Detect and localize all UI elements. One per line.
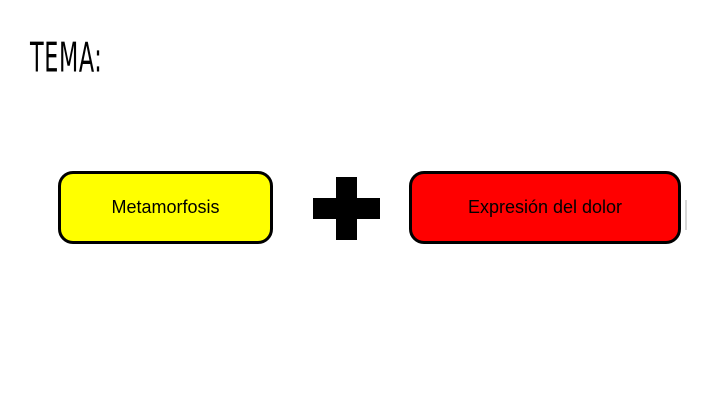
shape-metamorfosis[interactable]: Metamorfosis <box>58 171 273 244</box>
plus-icon <box>313 177 380 240</box>
shape-metamorfosis-label: Metamorfosis <box>111 197 220 217</box>
edge-artifact <box>685 200 687 230</box>
shape-expresion-del-dolor-label: Expresión del dolor <box>467 197 623 217</box>
page-title: TEMA: <box>30 34 103 82</box>
shape-expresion-del-dolor[interactable]: Expresión del dolor <box>409 171 681 244</box>
